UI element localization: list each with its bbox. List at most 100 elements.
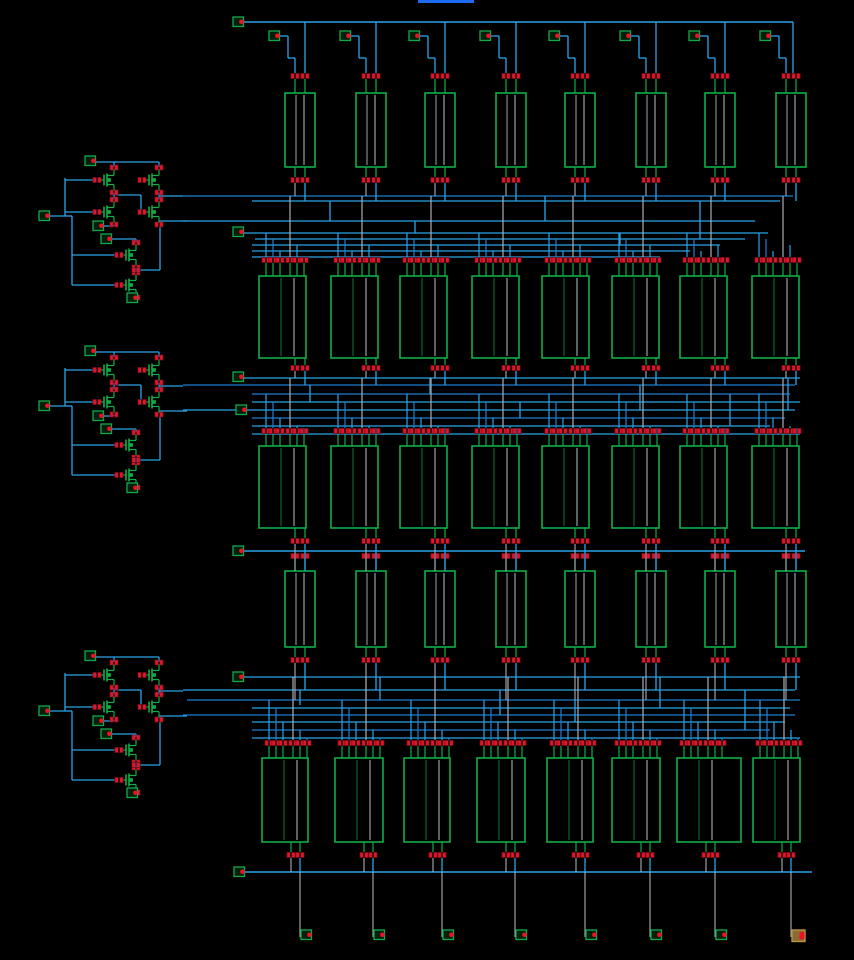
pin[interactable]: [652, 257, 662, 263]
pin[interactable]: [510, 852, 520, 858]
pin[interactable]: [580, 73, 590, 79]
output-pin[interactable]: [715, 929, 728, 941]
mosfet-transistor[interactable]: [92, 164, 119, 196]
mosfet-transistor[interactable]: [137, 196, 164, 228]
instance-cell[interactable]: [679, 378, 730, 544]
pin[interactable]: [720, 553, 730, 559]
pin[interactable]: [300, 365, 310, 371]
pin[interactable]: [570, 538, 580, 544]
pin[interactable]: [109, 379, 119, 386]
instance-cell[interactable]: [476, 677, 527, 858]
instance-box[interactable]: [704, 570, 736, 648]
pin[interactable]: [580, 177, 590, 183]
input-pin[interactable]: [232, 16, 245, 28]
instance-cell[interactable]: [546, 677, 597, 858]
input-pin[interactable]: [548, 30, 561, 42]
pin[interactable]: [651, 177, 661, 183]
pin[interactable]: [791, 365, 801, 371]
instance-row-4[interactable]: [284, 544, 807, 700]
instance-cell[interactable]: [334, 677, 385, 858]
pin[interactable]: [614, 740, 624, 746]
pin[interactable]: [791, 657, 801, 663]
pin[interactable]: [440, 428, 450, 434]
instance-cell[interactable]: [258, 196, 310, 371]
pin[interactable]: [720, 538, 730, 544]
pin[interactable]: [131, 267, 141, 273]
pin[interactable]: [781, 177, 791, 183]
pin[interactable]: [290, 177, 300, 183]
pin[interactable]: [290, 73, 300, 79]
pin[interactable]: [275, 428, 285, 434]
pin[interactable]: [791, 538, 801, 544]
instance-box[interactable]: [635, 92, 667, 168]
pin[interactable]: [501, 73, 511, 79]
mosfet-transistor[interactable]: [92, 386, 119, 418]
pin[interactable]: [651, 538, 661, 544]
instance-box[interactable]: [495, 92, 527, 168]
pin[interactable]: [710, 740, 720, 746]
pin[interactable]: [792, 257, 802, 263]
input-pin[interactable]: [126, 482, 139, 494]
instance-box[interactable]: [284, 570, 316, 648]
pin[interactable]: [791, 73, 801, 79]
instance-cell[interactable]: [424, 553, 456, 663]
input-pin[interactable]: [92, 410, 105, 422]
pin[interactable]: [430, 73, 440, 79]
instance-cell[interactable]: [330, 378, 381, 544]
pin[interactable]: [641, 538, 651, 544]
input-pin[interactable]: [38, 210, 51, 222]
output-pin[interactable]: [515, 929, 528, 941]
pin[interactable]: [652, 428, 662, 434]
instance-cell[interactable]: [611, 196, 662, 371]
pin[interactable]: [131, 762, 141, 768]
pin[interactable]: [368, 852, 378, 858]
pin[interactable]: [154, 196, 164, 203]
pin[interactable]: [580, 365, 590, 371]
pin[interactable]: [137, 367, 147, 373]
input-pin[interactable]: [100, 728, 113, 740]
input-pin[interactable]: [233, 866, 246, 878]
pin[interactable]: [137, 704, 147, 710]
pin[interactable]: [511, 177, 521, 183]
pin[interactable]: [511, 73, 521, 79]
instance-box[interactable]: [330, 445, 379, 529]
instance-box[interactable]: [399, 275, 448, 359]
bus-nets[interactable]: [232, 16, 812, 878]
pin[interactable]: [580, 553, 590, 559]
pin[interactable]: [92, 367, 102, 373]
input-pin[interactable]: [759, 30, 772, 42]
instance-box[interactable]: [775, 570, 807, 648]
pin[interactable]: [300, 538, 310, 544]
input-pin[interactable]: [688, 30, 701, 42]
input-pin[interactable]: [100, 233, 113, 245]
pin[interactable]: [92, 672, 102, 678]
pin[interactable]: [114, 472, 124, 478]
transistor-cluster-2[interactable]: [38, 345, 248, 494]
pin[interactable]: [430, 553, 440, 559]
instance-row-1[interactable]: [268, 22, 807, 201]
pin[interactable]: [628, 428, 638, 434]
pin[interactable]: [154, 386, 164, 393]
pin[interactable]: [501, 657, 511, 663]
instance-cell[interactable]: [679, 196, 730, 371]
pin[interactable]: [651, 553, 661, 559]
pin[interactable]: [340, 257, 350, 263]
pin[interactable]: [109, 196, 119, 203]
pin[interactable]: [371, 365, 381, 371]
pin[interactable]: [300, 177, 310, 183]
pin[interactable]: [109, 691, 119, 698]
pin[interactable]: [416, 428, 426, 434]
pin[interactable]: [137, 209, 147, 215]
mosfet-transistor[interactable]: [114, 429, 141, 461]
instance-box[interactable]: [635, 570, 667, 648]
instance-row-3[interactable]: [258, 378, 802, 544]
pin[interactable]: [375, 740, 385, 746]
pin[interactable]: [302, 740, 312, 746]
pin[interactable]: [511, 365, 521, 371]
input-pin[interactable]: [232, 371, 245, 383]
instance-cell[interactable]: [564, 553, 596, 663]
pin[interactable]: [652, 740, 662, 746]
pin[interactable]: [558, 428, 568, 434]
instance-cell[interactable]: [471, 378, 522, 544]
input-pin[interactable]: [479, 30, 492, 42]
